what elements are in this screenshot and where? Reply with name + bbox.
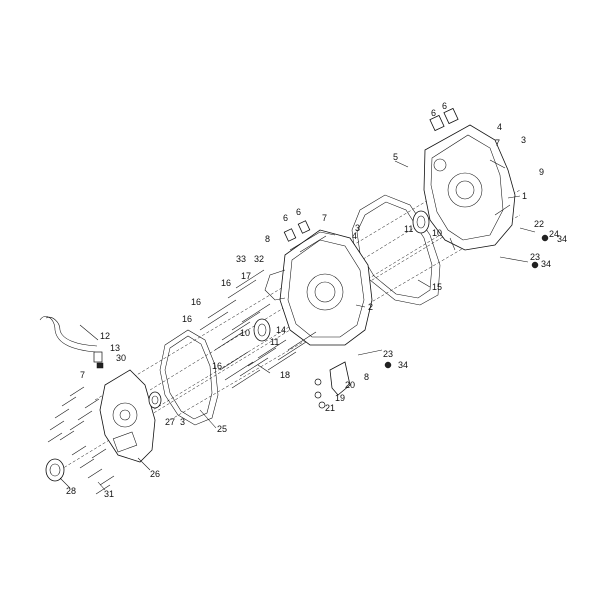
callout-label: 6 — [431, 108, 436, 118]
callout-label: 28 — [66, 486, 76, 496]
callout-label: 1 — [522, 191, 527, 201]
callout-label: 34 — [541, 259, 551, 269]
callout-label: 11 — [404, 224, 413, 234]
callout-label: 6 — [283, 213, 288, 223]
callout-label: 12 — [100, 331, 110, 341]
bracket-19-20 — [314, 361, 351, 409]
right-crankcase-half — [423, 107, 516, 251]
callout-label: 2 — [368, 302, 373, 312]
callout-label: 20 — [345, 380, 355, 390]
callout-label: 21 — [325, 403, 335, 413]
center-crankcase-half — [264, 220, 373, 346]
callout-label: 15 — [432, 282, 442, 292]
callout-label: 3 — [180, 417, 185, 427]
callout-label: 7 — [322, 213, 327, 223]
callout-label: 10 — [240, 328, 250, 338]
callout-label: 34 — [557, 234, 567, 244]
callout-label: 8 — [265, 234, 270, 244]
callout-label: 30 — [116, 353, 126, 363]
callout-label: 16 — [182, 314, 192, 324]
oil-seal-28 — [45, 458, 65, 482]
callout-label: 11 — [270, 337, 279, 347]
callout-label: 24 — [549, 229, 559, 239]
callout-label: 25 — [217, 424, 227, 434]
stud-bolts-right — [357, 227, 549, 369]
callout-label: 32 — [254, 254, 264, 264]
callout-label: 16 — [191, 297, 201, 307]
callout-label: 16 — [221, 278, 231, 288]
callout-label: 8 — [364, 372, 369, 382]
callout-label: 27 — [165, 417, 175, 427]
callout-label: 9 — [539, 167, 544, 177]
callout-label: 34 — [398, 360, 408, 370]
callout-label: 5 — [393, 152, 398, 162]
callout-label: 33 — [236, 254, 246, 264]
callout-label: 10 — [432, 228, 442, 238]
seal-27 — [148, 391, 162, 409]
long-bolt-set-18 — [199, 269, 317, 389]
gasket-25 — [159, 329, 219, 426]
callout-label: 26 — [150, 469, 160, 479]
bearing-left — [253, 318, 271, 342]
callout-label: 4 — [497, 122, 502, 132]
callout-label: 22 — [534, 219, 544, 229]
callout-label: 18 — [280, 370, 290, 380]
callout-label: 31 — [104, 489, 114, 499]
callout-label: 4 — [352, 231, 357, 241]
leader-lines — [59, 160, 521, 491]
callout-label: 6 — [442, 101, 447, 111]
callout-label: 14 — [276, 325, 286, 335]
callout-label: 7 — [495, 138, 500, 148]
callout-label: 7 — [80, 370, 85, 380]
callout-label: 23 — [383, 349, 393, 359]
breather-hose-12 — [39, 316, 101, 359]
bearing-right — [412, 210, 430, 234]
short-bolt-set-31 — [47, 386, 115, 495]
callout-label: 6 — [296, 207, 301, 217]
callout-label: 3 — [355, 223, 360, 233]
callout-label: 3 — [521, 135, 526, 145]
callout-label: 19 — [335, 393, 345, 403]
callout-label: 23 — [530, 252, 540, 262]
callout-labels: 1 2 3 3 3 4 4 5 6 6 6 6 7 7 7 8 8 9 10 1… — [66, 101, 567, 499]
callout-label: 16 — [212, 361, 222, 371]
callout-label: 17 — [241, 271, 251, 281]
callout-label: 13 — [110, 343, 120, 353]
left-cover — [99, 369, 156, 463]
hose-fitting — [93, 351, 104, 369]
